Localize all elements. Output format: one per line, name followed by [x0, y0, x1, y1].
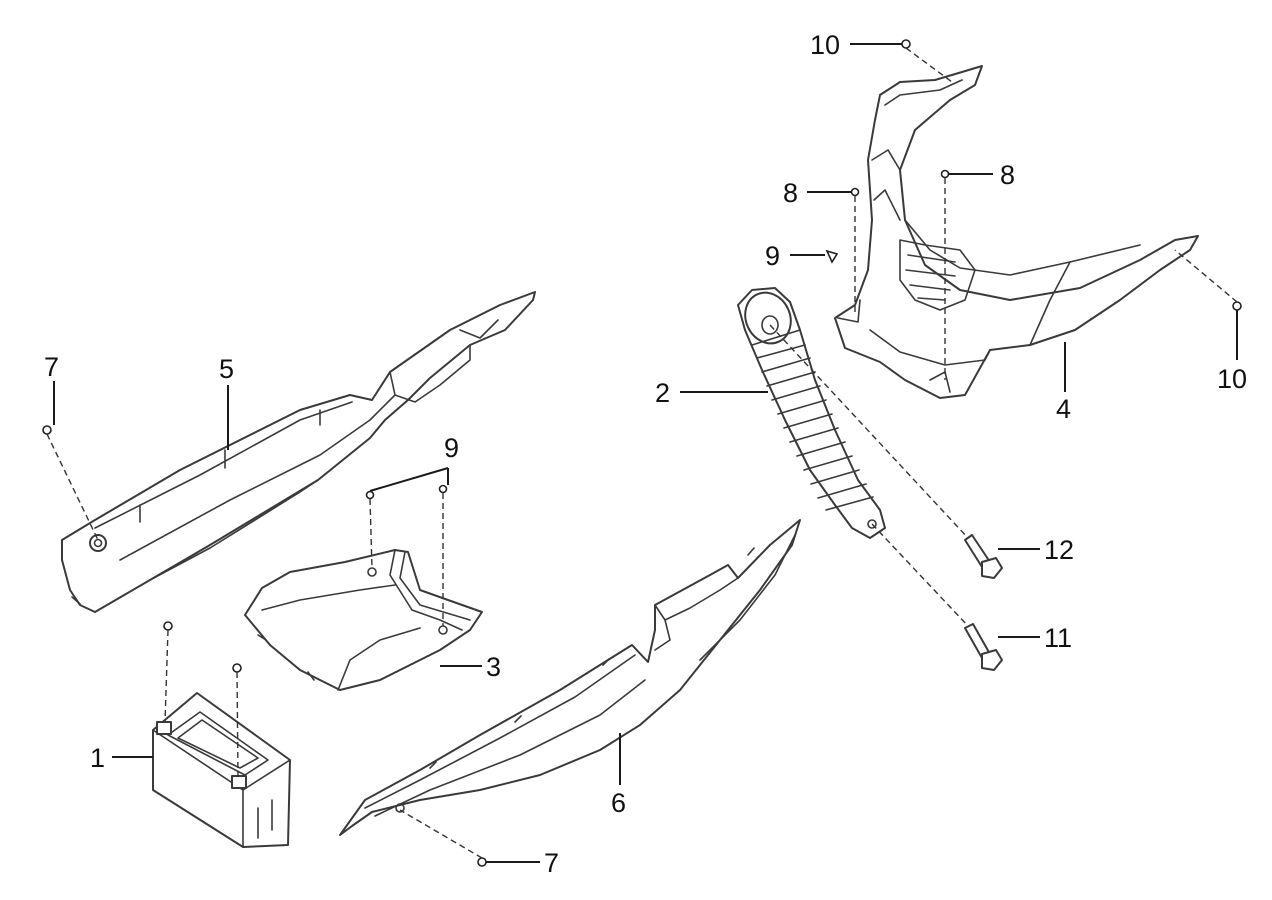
leader-lines	[53, 43, 1238, 863]
callout-8-left: 8	[783, 178, 798, 208]
left-side-cover	[61, 291, 536, 613]
screw-9-left-a	[365, 490, 375, 500]
battery	[152, 692, 291, 848]
screw-8-left	[850, 187, 860, 197]
screw-9-front	[825, 249, 839, 264]
callout-9-mid: 9	[765, 241, 780, 271]
screw-9-left-b	[438, 484, 448, 494]
callout-8-right: 8	[1000, 160, 1015, 190]
screw-battery-a	[163, 621, 173, 631]
callout-labels: 1 2 3 4 5 6 7 7 8 8 9 9 10 10 11 12	[44, 30, 1247, 878]
callout-6: 6	[611, 788, 626, 818]
callout-3: 3	[486, 652, 501, 682]
rubber-boot	[737, 287, 886, 539]
screw-8-right	[940, 169, 950, 179]
callout-1: 1	[90, 743, 105, 773]
callout-9-top: 9	[444, 433, 459, 463]
callout-4: 4	[1056, 394, 1071, 424]
screw-10-right	[1232, 301, 1242, 311]
center-panel	[244, 549, 483, 691]
callout-2: 2	[655, 378, 670, 408]
screw-battery-b	[232, 663, 242, 673]
callout-12: 12	[1044, 535, 1074, 565]
screw-10-top	[901, 39, 911, 49]
right-side-cover	[339, 519, 801, 836]
callout-11: 11	[1044, 623, 1072, 653]
callout-10-top: 10	[810, 30, 840, 60]
screw-7-left	[42, 425, 52, 435]
callout-5: 5	[219, 354, 234, 384]
assembly-lines	[46, 47, 1238, 859]
callout-10-right: 10	[1217, 364, 1247, 394]
bolt-12	[964, 534, 1003, 579]
bolt-11	[964, 623, 1003, 671]
callout-7-bottom: 7	[544, 848, 559, 878]
front-cover	[834, 65, 1199, 399]
callout-7-left: 7	[44, 352, 59, 382]
screw-7-bottom	[477, 857, 487, 867]
